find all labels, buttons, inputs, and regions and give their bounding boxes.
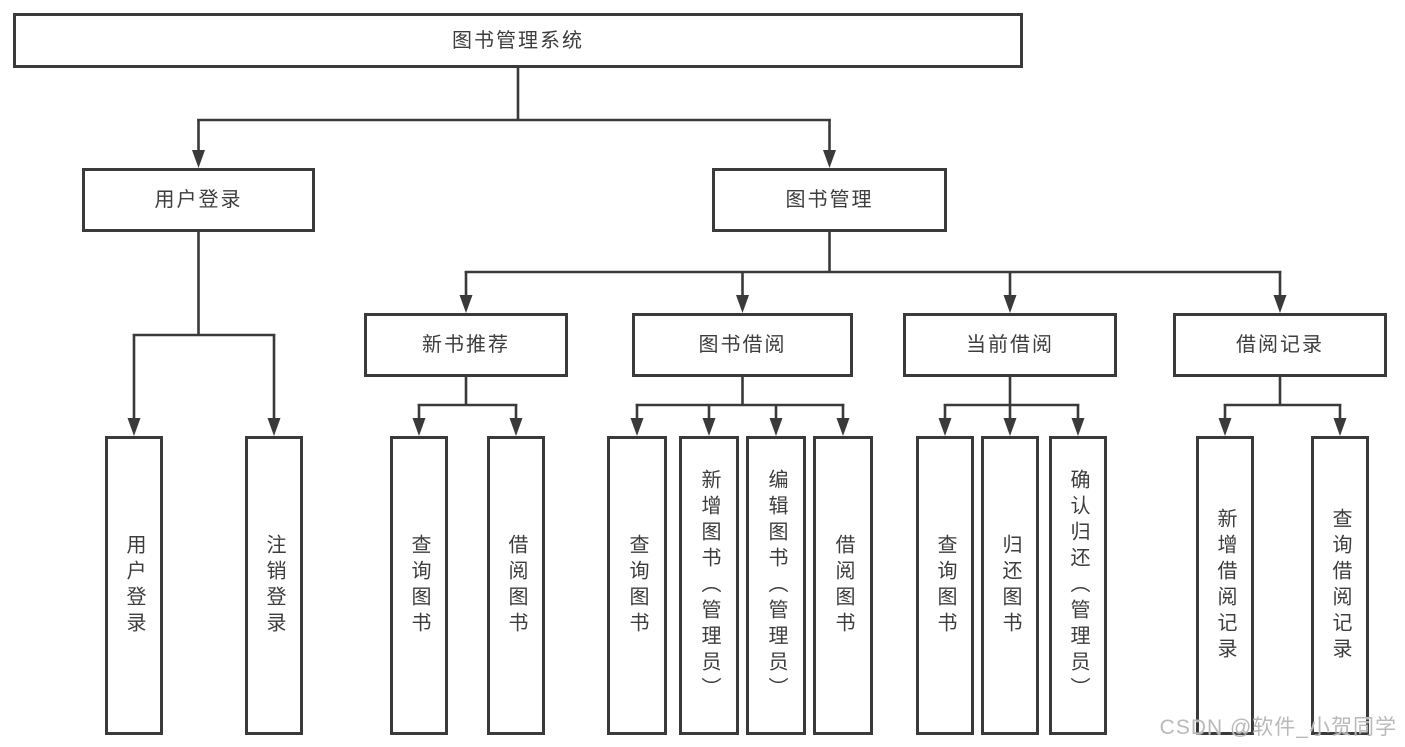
node-leaf-borrow-book-borrow: 借阅图书 xyxy=(813,436,873,735)
node-leaf-query-book-borrow: 查询图书 xyxy=(607,436,667,735)
node-current-borrowing: 当前借阅 xyxy=(903,313,1117,377)
node-leaf-confirm-return-admin: 确认归还（管理员） xyxy=(1049,436,1107,735)
node-book-management-module: 图书管理 xyxy=(712,168,947,232)
node-book-borrowing: 图书借阅 xyxy=(632,313,853,377)
node-leaf-query-borrow-record: 查询借阅记录 xyxy=(1311,436,1369,735)
node-leaf-edit-book-admin: 编辑图书（管理员） xyxy=(746,436,806,735)
node-leaf-add-book-admin: 新增图书（管理员） xyxy=(679,436,739,735)
node-leaf-logout: 注销登录 xyxy=(245,436,303,735)
node-leaf-user-login: 用户登录 xyxy=(105,436,163,735)
node-library-management-system: 图书管理系统 xyxy=(13,13,1023,68)
node-leaf-borrow-book-recommend: 借阅图书 xyxy=(487,436,545,735)
node-borrowing-records: 借阅记录 xyxy=(1173,313,1387,377)
node-leaf-query-book-recommend: 查询图书 xyxy=(390,436,448,735)
node-new-book-recommend: 新书推荐 xyxy=(364,313,568,377)
watermark-text: CSDN @软件_小贺同学 xyxy=(1159,716,1397,739)
node-leaf-return-book: 归还图书 xyxy=(981,436,1039,735)
node-leaf-query-book-current: 查询图书 xyxy=(916,436,974,735)
node-user-login-module: 用户登录 xyxy=(82,168,315,232)
node-leaf-add-borrow-record: 新增借阅记录 xyxy=(1196,436,1254,735)
